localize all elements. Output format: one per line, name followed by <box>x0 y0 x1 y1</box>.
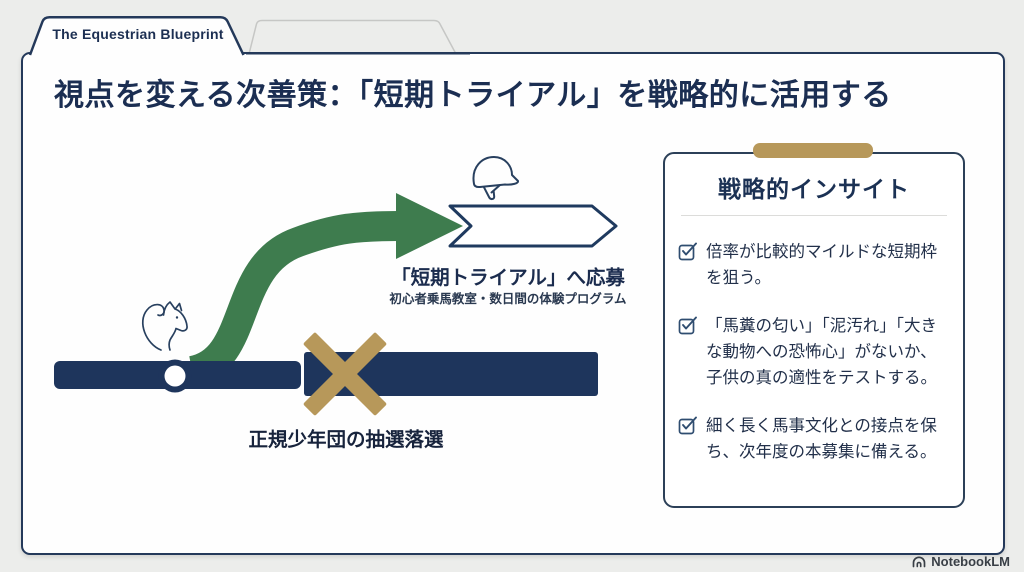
checkbox-icon <box>678 316 697 335</box>
rejection-x-icon <box>303 332 387 416</box>
folder-tab-primary-label: The Equestrian Blueprint <box>52 26 224 42</box>
rejection-x-arm <box>303 332 387 416</box>
panel-divider <box>681 215 947 216</box>
panel-accent-bar <box>753 143 873 158</box>
branch-arrow-curve <box>187 211 399 386</box>
insight-item: 「馬糞の匂い」「泥汚れ」「大きな動物への恐怖心」がないか、子供の真の適性をテスト… <box>678 313 953 391</box>
checkbox-icon <box>678 416 697 435</box>
insight-items: 倍率が比較的マイルドな短期枠を狙う。 「馬糞の匂い」「泥汚れ」「大きな動物への恐… <box>665 216 963 465</box>
branch-arrow-label: 「短期トライアル」へ応募 <box>391 267 625 289</box>
branch-arrow <box>187 193 463 386</box>
insight-item: 細く長く馬事文化との接点を保ち、次年度の本募集に備える。 <box>678 413 953 465</box>
horse-icon <box>142 301 188 351</box>
notebooklm-label: NotebookLM <box>931 554 1010 569</box>
insight-item: 倍率が比較的マイルドな短期枠を狙う。 <box>678 239 953 291</box>
insight-item-text: 倍率が比較的マイルドな短期枠を狙う。 <box>706 243 937 287</box>
folder-tab-primary <box>28 15 245 56</box>
notebooklm-icon <box>912 556 926 568</box>
junction-node <box>158 359 192 393</box>
junction-node-center <box>164 365 186 387</box>
main-track-bar-thick <box>304 352 598 396</box>
insight-item-text: 細く長く馬事文化との接点を保ち、次年度の本募集に備える。 <box>706 417 937 461</box>
main-track-label: 正規少年団の抽選落選 <box>248 429 444 451</box>
branch-arrow-head <box>396 193 463 259</box>
helmet-icon <box>472 156 519 201</box>
insight-item-text: 「馬糞の匂い」「泥汚れ」「大きな動物への恐怖心」がないか、子供の真の適性をテスト… <box>706 317 937 387</box>
goal-banner <box>448 204 618 248</box>
footer-brand: NotebookLM <box>911 554 1010 569</box>
folder-tab-secondary <box>248 19 457 55</box>
page-title: 視点を変える次善策：「短期トライアル」を戦略的に活用する <box>54 79 892 112</box>
checkbox-icon <box>678 242 697 261</box>
insight-panel: 戦略的インサイト 倍率が比較的マイルドな短期枠を狙う。 「馬糞の匂い」「泥汚れ」… <box>663 152 965 508</box>
insight-panel-title: 戦略的インサイト <box>718 176 910 202</box>
branch-arrow-sublabel: 初心者乗馬教室・数日間の体験プログラム <box>389 292 627 306</box>
